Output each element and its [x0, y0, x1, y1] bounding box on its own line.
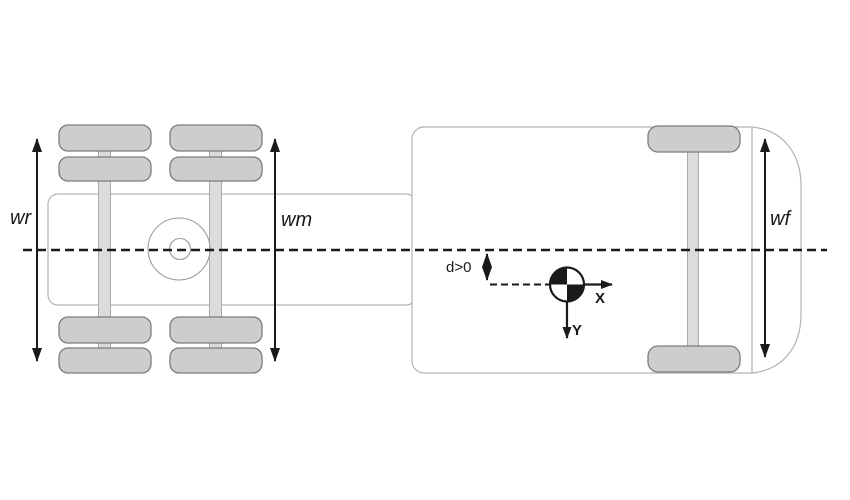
cg-offset-label: d>0: [446, 259, 471, 276]
wheel-rear1-top-outer: [58, 124, 152, 152]
wheel-rear1-top-inner: [58, 156, 152, 182]
wheel-rear1-bottom-outer: [58, 347, 152, 374]
wheel-rear1-bottom-inner: [58, 316, 152, 344]
y-axis-label: Y: [572, 322, 582, 339]
wheel-front-top: [647, 125, 741, 153]
cab-body: [411, 126, 802, 374]
wheel-rear2-bottom-inner: [169, 316, 263, 344]
center-of-gravity-icon: [548, 266, 586, 303]
wheel-rear2-top-outer: [169, 124, 263, 152]
wheel-rear2-bottom-outer: [169, 347, 263, 374]
middle-track-label: wm: [281, 209, 312, 231]
front-track-label: wf: [770, 208, 792, 230]
wheel-rear2-top-inner: [169, 156, 263, 182]
wheel-front-bottom: [647, 345, 741, 373]
x-axis-label: X: [595, 290, 605, 307]
rear-track-label: wr: [10, 207, 32, 229]
